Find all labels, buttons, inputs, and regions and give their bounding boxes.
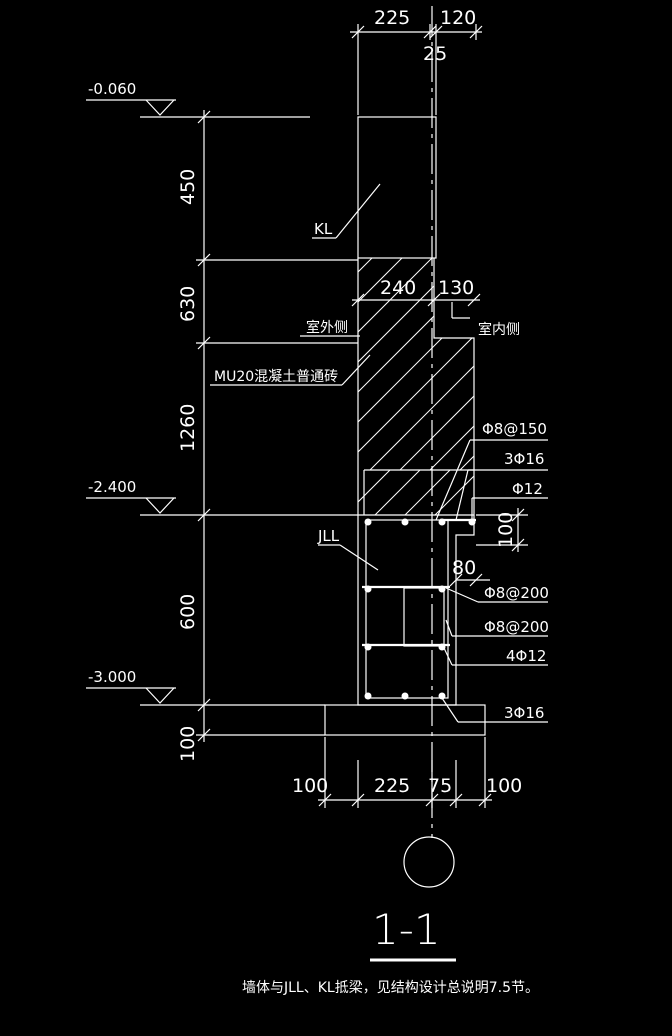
kl-label: KL [314, 220, 333, 238]
ledge-hatch [358, 470, 474, 515]
vdim-450: 450 [177, 169, 199, 205]
rebar-7: 3Φ16 [504, 704, 544, 722]
bottom-dimension [318, 737, 492, 808]
footing [324, 704, 486, 736]
elevation-top: -0.060 [88, 80, 136, 98]
bottom-dim-75: 75 [428, 775, 452, 797]
elevation-markers [86, 99, 176, 704]
general-note: 墙体与JLL、KL抵梁，见结构设计总说明7.5节。 [242, 980, 539, 996]
rebar-6: 4Φ12 [506, 647, 546, 665]
rebar-2: 3Φ16 [504, 450, 544, 468]
outside-label: 室外侧 [306, 319, 348, 336]
elevation-mid: -2.400 [88, 478, 136, 496]
vdim-600: 600 [177, 594, 199, 630]
leader-lines [210, 183, 548, 723]
rebar-4: Φ8@200 [484, 584, 549, 602]
small-dim-100: 100 [495, 512, 517, 548]
vdim-1260: 1260 [177, 404, 199, 452]
mid-dim-240: 240 [380, 277, 416, 299]
dim-80: 80 [452, 557, 476, 579]
bottom-dim-100-right: 100 [486, 775, 522, 797]
rebar-dots [364, 518, 476, 700]
rebar-3: Φ12 [512, 480, 543, 498]
kl-beam [357, 116, 437, 259]
section-title: 1-1 [372, 905, 441, 954]
bottom-dim-225: 225 [374, 775, 410, 797]
inner-stirrup [403, 587, 445, 647]
top-dim-25: 25 [423, 43, 447, 65]
vdim-630: 630 [177, 286, 199, 322]
jll-beam [357, 515, 475, 706]
inside-label: 室内侧 [478, 321, 520, 338]
vdim-100: 100 [177, 726, 199, 762]
mid-dim-130: 130 [438, 277, 474, 299]
rebar-5: Φ8@200 [484, 618, 549, 636]
elevation-bottom: -3.000 [88, 668, 136, 686]
extension-lines [140, 116, 358, 736]
rebar-1: Φ8@150 [482, 420, 547, 438]
brick-label: MU20混凝土普通砖 [214, 369, 338, 385]
bottom-dim-100-left: 100 [292, 775, 328, 797]
top-dimension [350, 24, 483, 115]
mid-dimension [351, 293, 481, 307]
top-dim-120: 120 [440, 7, 476, 29]
small-dimensions [449, 508, 528, 587]
jll-label: JLL [317, 527, 340, 545]
axis-bubble [403, 836, 455, 888]
outer-stirrup [365, 519, 449, 699]
top-dim-225: 225 [374, 7, 410, 29]
brick-hatch [358, 258, 474, 470]
